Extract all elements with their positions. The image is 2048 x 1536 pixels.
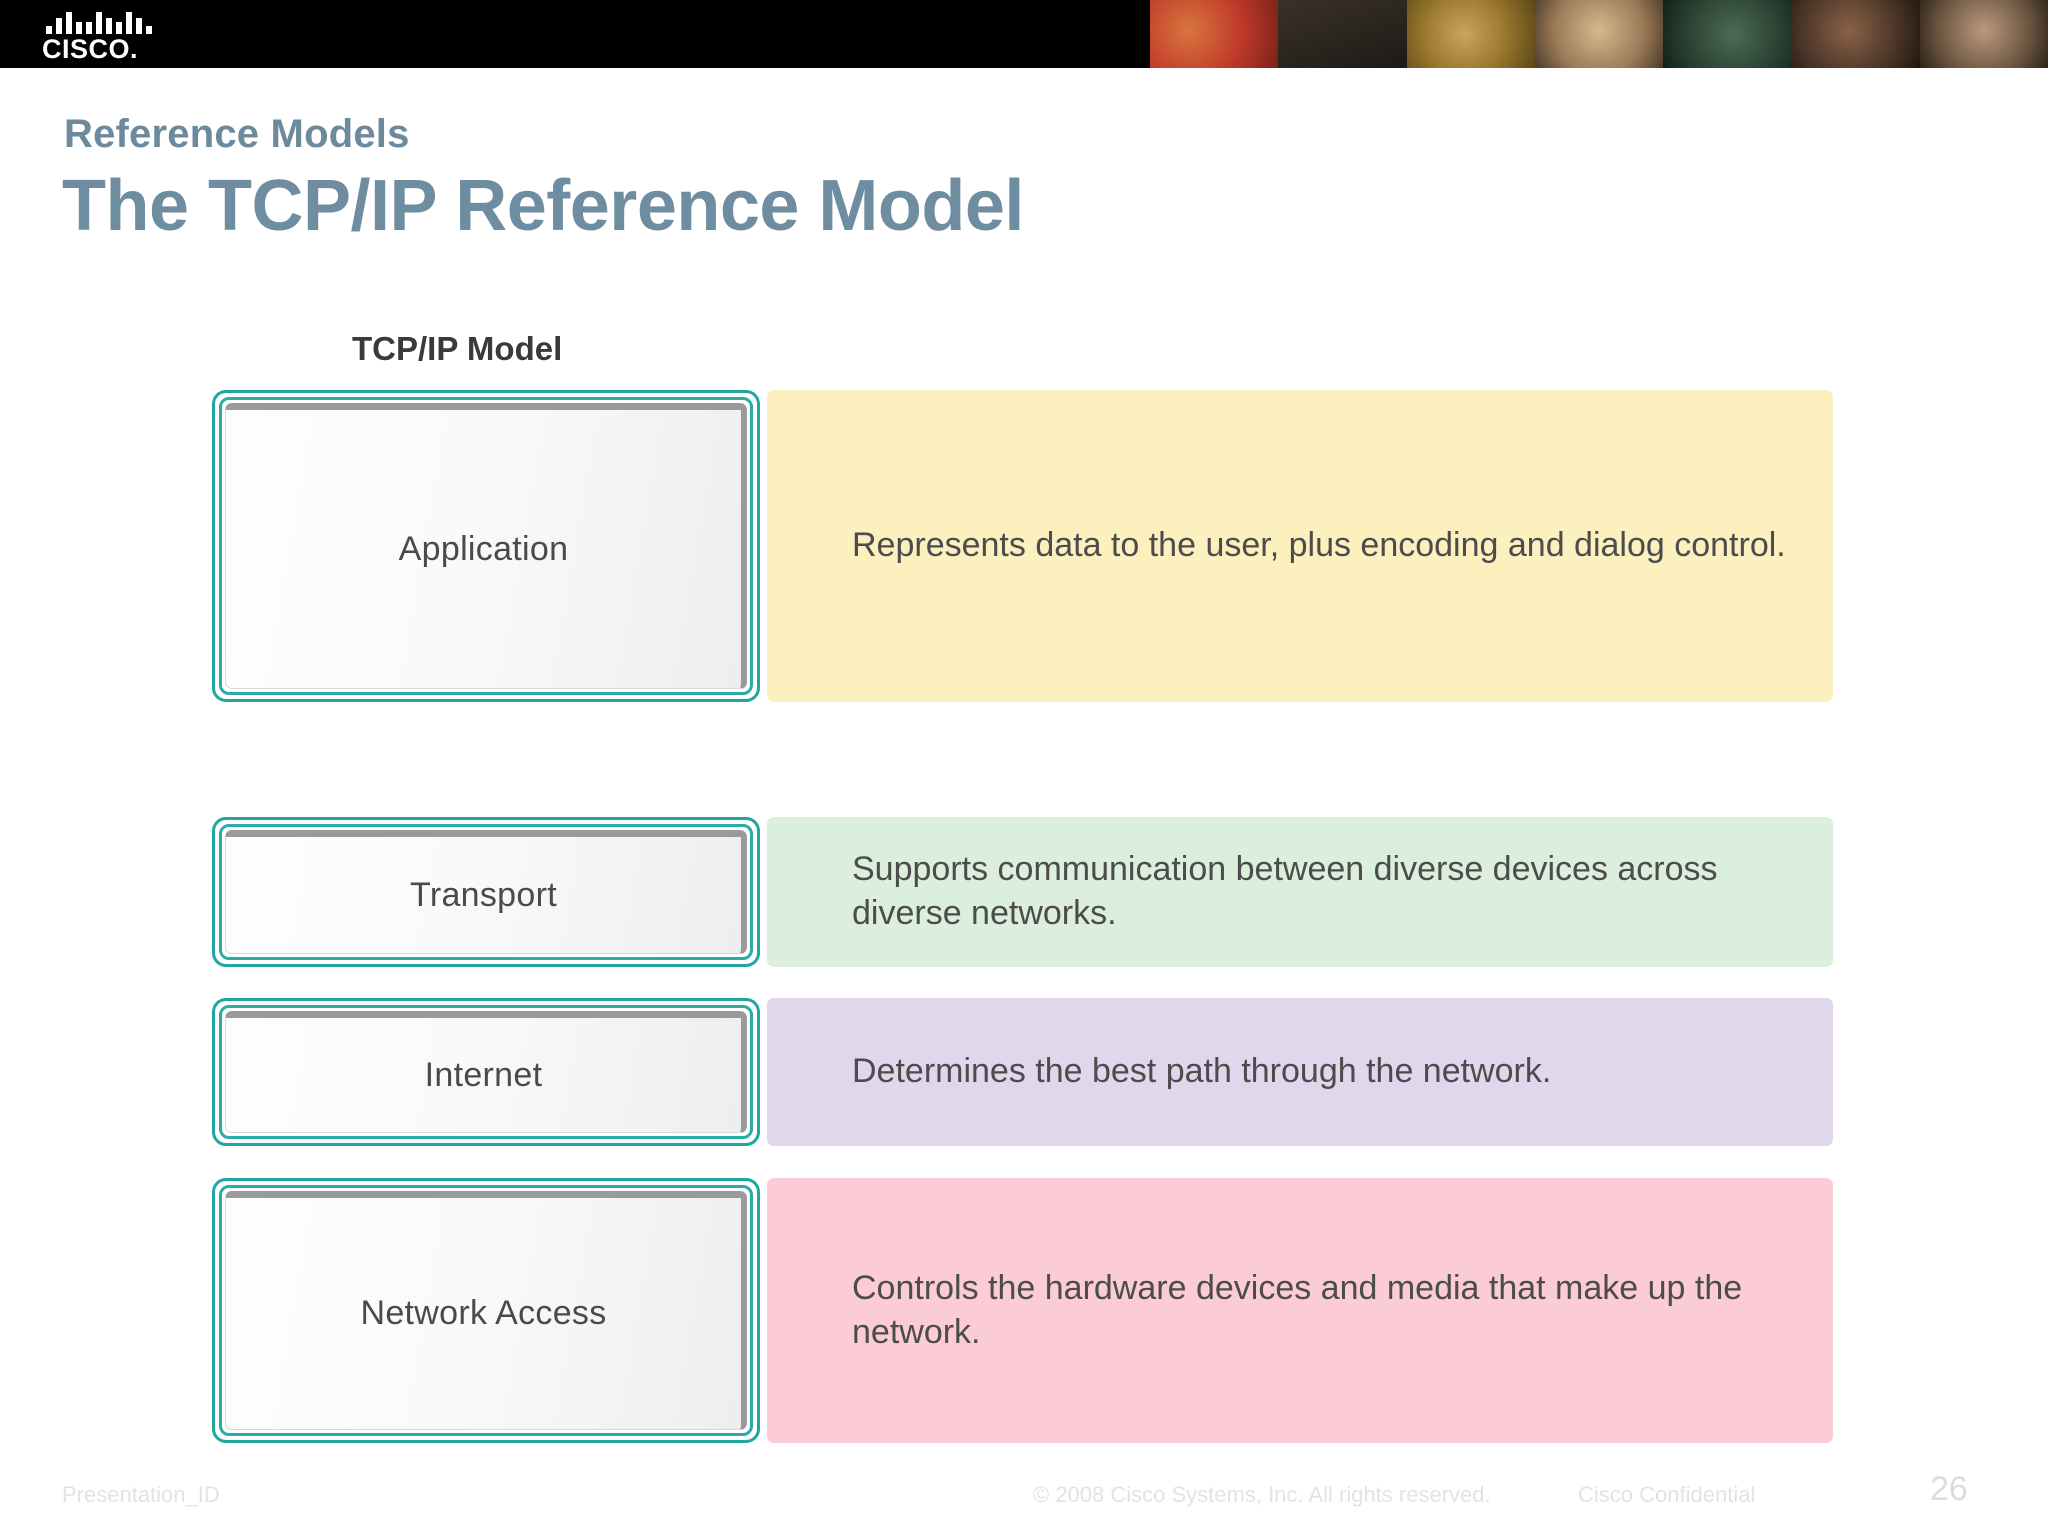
layer-description-text: Determines the best path through the net… (852, 1052, 1552, 1091)
cisco-logo-bar (96, 12, 102, 34)
cisco-logo-bar (116, 22, 122, 34)
cisco-logo-bar (86, 22, 92, 34)
layer-box-face: Internet (225, 1011, 747, 1133)
layer-box[interactable]: Application (212, 390, 760, 702)
layer-box-face: Application (225, 403, 747, 689)
person-cap (1919, 0, 2048, 68)
cisco-logo-bar (106, 18, 112, 34)
header-bar: CISCO. (0, 0, 2048, 68)
layer-box[interactable]: Network Access (212, 1178, 760, 1443)
cisco-logo-bar (136, 18, 142, 34)
layer-box-face: Transport (225, 830, 747, 954)
slide-kicker: Reference Models (64, 112, 410, 156)
layer-description-text: Supports communication between diverse d… (852, 850, 1718, 932)
layer-name-label: Application (398, 529, 569, 568)
cisco-logo-bars-icon (46, 10, 158, 34)
footer-copyright: © 2008 Cisco Systems, Inc. All rights re… (1033, 1482, 1491, 1507)
person-headscarf (1534, 0, 1664, 68)
layer-name-label: Internet (424, 1055, 543, 1094)
layer-box[interactable]: Transport (212, 817, 760, 967)
cisco-logo-bar (46, 26, 52, 34)
cisco-logo-bar (66, 12, 72, 34)
person-yellow-pattern-background (1406, 0, 1535, 68)
page-title: The TCP/IP Reference Model (62, 166, 1024, 246)
cisco-logo-bar (126, 12, 132, 34)
layer-name-label: Network Access (360, 1294, 607, 1332)
layer-description-text: Represents data to the user, plus encodi… (852, 526, 1786, 565)
cisco-wordmark: CISCO. (42, 34, 139, 64)
layer-description-panel: Supports communication between diverse d… (767, 817, 1833, 967)
footer-confidential: Cisco Confidential (1578, 1482, 1756, 1507)
cisco-logo-bar (56, 18, 62, 34)
layer-box-face: Network Access (225, 1191, 747, 1430)
layer-description-panel: Determines the best path through the net… (767, 998, 1833, 1146)
footer-presentation-id: Presentation_ID (62, 1482, 220, 1507)
footer-page-number: 26 (1930, 1470, 1968, 1508)
header-photo-strip (1150, 0, 2048, 68)
layer-name-label: Transport (410, 875, 557, 914)
layer-description-panel: Represents data to the user, plus encodi… (767, 390, 1833, 702)
person-white-shirt (1791, 0, 1920, 68)
person-dark-suit (1278, 0, 1407, 68)
layer-description-panel: Controls the hardware devices and media … (767, 1178, 1833, 1443)
cisco-logo: CISCO. (38, 8, 168, 64)
diagram-heading: TCP/IP Model (352, 330, 563, 367)
person-green-chalkboard-background (1663, 0, 1792, 68)
cisco-logo-bar (76, 22, 82, 34)
slide-footer: Presentation_ID © 2008 Cisco Systems, In… (0, 1458, 2048, 1536)
layer-box-inner-border: Application (219, 397, 753, 695)
layer-box-inner-border: Network Access (219, 1185, 753, 1436)
layer-box-inner-border: Internet (219, 1005, 753, 1139)
person-red-pattern-background (1150, 0, 1279, 68)
layer-box[interactable]: Internet (212, 998, 760, 1146)
layer-box-inner-border: Transport (219, 824, 753, 960)
layer-description-text: Controls the hardware devices and media … (852, 1268, 1743, 1351)
cisco-logo-bar (146, 26, 152, 34)
